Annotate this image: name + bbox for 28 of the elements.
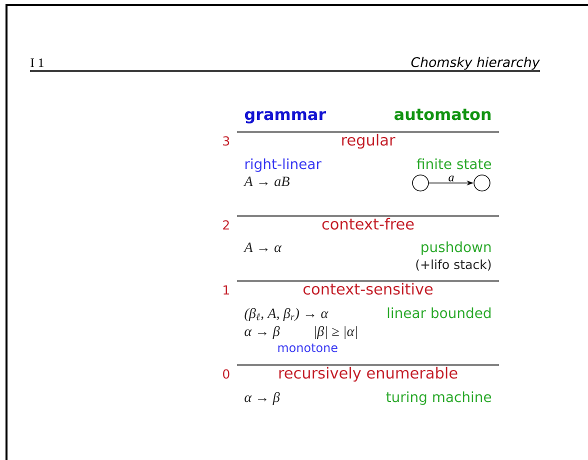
page-number: I 1 xyxy=(30,58,44,67)
grammar-type: right-linear xyxy=(245,158,322,172)
column-heading: automaton xyxy=(394,108,491,120)
automaton-type: pushdown xyxy=(422,241,491,255)
production-rule: α → β xyxy=(244,326,280,339)
automaton-type: turing machine xyxy=(386,391,492,405)
language-class: regular xyxy=(342,134,396,149)
production-rule: A → α xyxy=(243,242,282,252)
level-number: 1 xyxy=(224,285,229,294)
length-condition: |β| ≥ |α| xyxy=(315,326,357,340)
state-circle xyxy=(412,174,429,192)
automaton-type: finite state xyxy=(416,158,492,170)
slide-title: Chomsky hierarchy xyxy=(411,56,540,70)
level-number: 3 xyxy=(223,136,230,146)
column-heading: grammar xyxy=(244,111,326,124)
level-number: 0 xyxy=(223,369,230,379)
level-number: 2 xyxy=(223,220,229,230)
automaton-note: (+lifo stack) xyxy=(416,259,491,271)
grammar-type: monotone xyxy=(278,344,338,352)
language-class: recursively enumerable xyxy=(279,366,458,382)
automaton-type: linear bounded xyxy=(388,307,491,318)
production-rule: A → aB xyxy=(243,176,290,186)
language-class: context-free xyxy=(322,218,414,230)
production-rule: (β$_{ℓ}$, A, β$_{r}$) → α xyxy=(244,308,328,321)
edge-label: a xyxy=(447,174,456,182)
production-rule: α → β xyxy=(244,392,280,405)
language-class: context-sensitive xyxy=(304,282,433,295)
state-circle xyxy=(474,174,490,192)
